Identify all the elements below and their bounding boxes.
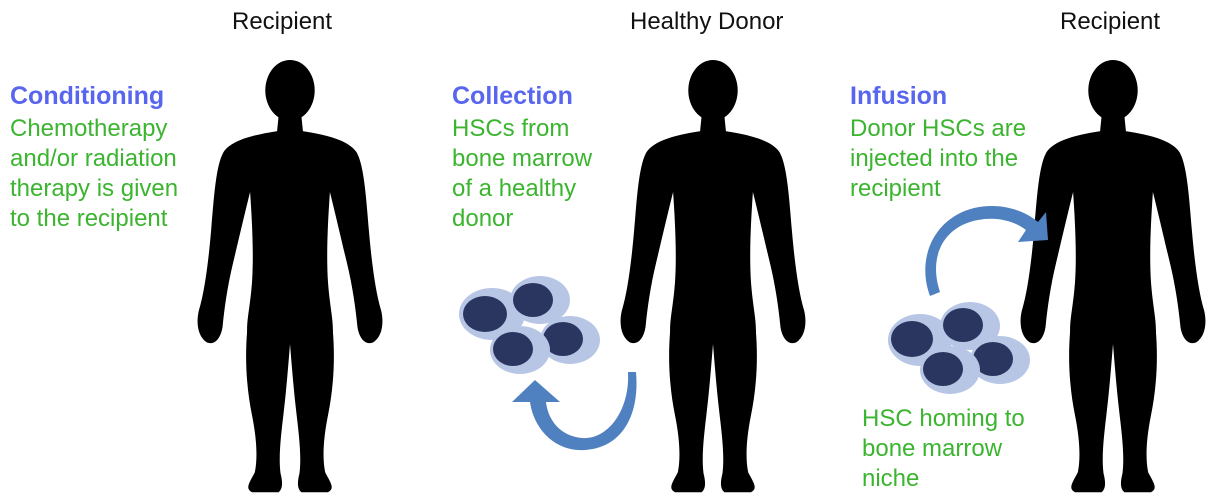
stem-cell-icon xyxy=(920,346,980,394)
stem-cell-icon xyxy=(510,276,570,324)
stem-cell-cluster-infusion xyxy=(888,302,1030,394)
stem-cell-icon xyxy=(490,326,550,374)
curved-arrow-icon xyxy=(925,206,1048,296)
curved-arrow-icon xyxy=(512,372,637,450)
stem-cell-icon xyxy=(540,316,600,364)
stem-cell-icon xyxy=(970,336,1030,384)
stem-cell-cluster-collection xyxy=(459,276,600,374)
